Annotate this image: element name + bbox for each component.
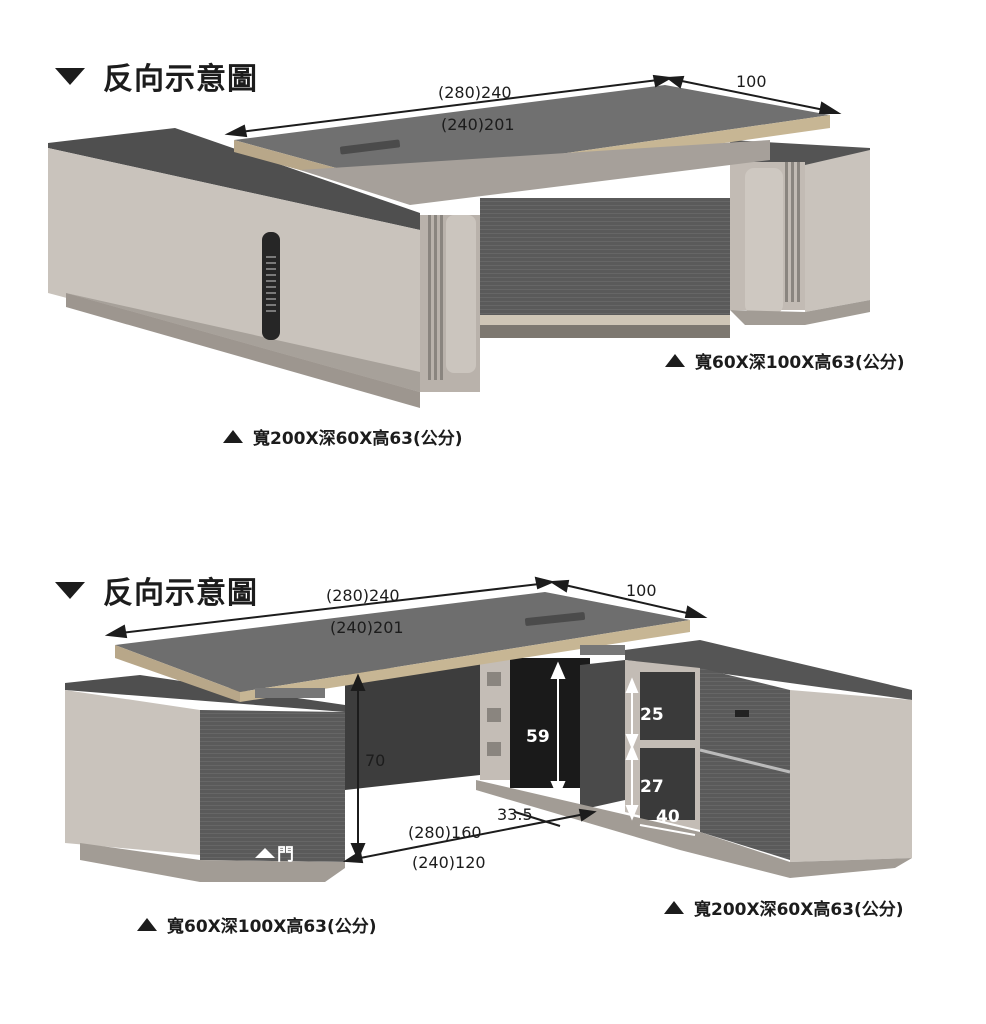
- triangle-up-icon: [665, 354, 685, 367]
- section2-heading-text: 反向示意圖: [103, 576, 258, 611]
- caption-left-text: 寬60X深100X高63(公分): [167, 917, 377, 937]
- dimension-lines-2: [104, 576, 708, 864]
- right-pedestal: [730, 140, 870, 325]
- caption-main-text: 寬200X深60X高63(公分): [253, 429, 463, 449]
- caption-left-2: 寬60X深100X高63(公分): [137, 912, 377, 937]
- caption-return-text: 寬60X深100X高63(公分): [695, 353, 905, 373]
- dim2-inner-height: 59: [526, 727, 550, 747]
- dimension-lines-2-inner: [550, 661, 696, 836]
- dim2-shelf-depth: 40: [656, 807, 680, 827]
- section2-heading: 反向示意圖: [55, 568, 258, 612]
- caption-right-2: 寬200X深60X高63(公分): [664, 895, 904, 920]
- caption-main-1: 寬200X深60X高63(公分): [223, 424, 463, 449]
- dimension-lines-1: [224, 74, 842, 138]
- triangle-up-icon: [255, 848, 275, 858]
- dim2-shelf-lower: 27: [640, 777, 664, 797]
- caption-right-text: 寬200X深60X高63(公分): [694, 900, 904, 920]
- side-cabinet: [48, 128, 480, 408]
- dim2-top-total: (280)240: [326, 586, 400, 605]
- triangle-up-icon: [664, 901, 684, 914]
- desk-illustration-2: [65, 592, 912, 882]
- dim-top-total: (280)240: [438, 83, 512, 102]
- desk-top: [234, 85, 830, 205]
- caption-return-1: 寬60X深100X高63(公分): [665, 348, 905, 373]
- dim2-top-inner: (240)201: [330, 618, 404, 637]
- triangle-up-icon: [137, 918, 157, 931]
- door-label: 門: [277, 845, 294, 865]
- triangle-up-icon: [223, 430, 243, 443]
- dim-return: 100: [736, 72, 767, 91]
- section1-heading-text: 反向示意圖: [103, 62, 258, 97]
- modesty-panel: [480, 198, 730, 338]
- dim2-knee-width-total: (280)160: [408, 823, 482, 842]
- dim-top-inner: (240)201: [441, 115, 515, 134]
- dim2-return: 100: [626, 581, 657, 600]
- dim2-knee-depth: 33.5: [497, 805, 533, 824]
- dim2-leg-height: 70: [365, 751, 385, 770]
- triangle-down-icon: [55, 581, 85, 599]
- dim2-knee-width-inner: (240)120: [412, 853, 486, 872]
- left-cabinet-door: [200, 710, 345, 862]
- section1-heading: 反向示意圖: [55, 54, 258, 98]
- dim2-shelf-upper: 25: [640, 705, 664, 725]
- triangle-down-icon: [55, 67, 85, 85]
